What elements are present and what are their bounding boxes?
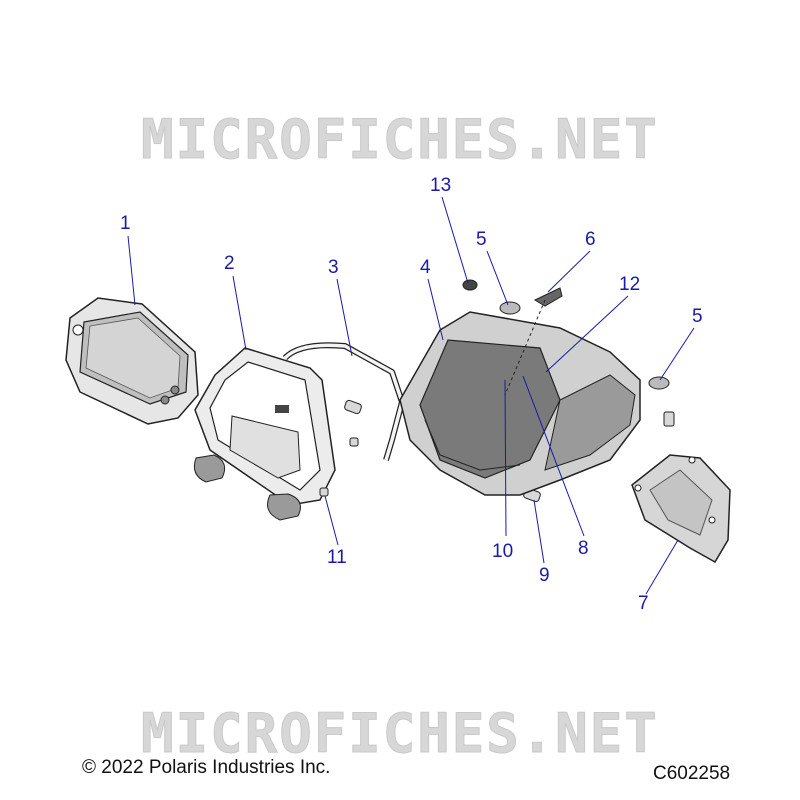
part-4-housing [399,311,641,496]
callout-4: 4 [420,257,431,278]
diagram-code: C602258 [653,763,731,784]
part-1-display [65,297,199,425]
callout-7: 7 [638,593,649,614]
watermark-bottom: MICROFICHES.NET [141,702,659,766]
callout-11: 11 [327,547,347,568]
callout-10: 10 [492,541,514,562]
part-2-bezel [193,347,336,521]
callout-5-right: 5 [692,306,703,327]
callout-9: 9 [539,565,550,586]
callout-12: 12 [619,274,641,295]
part-3-seal [282,342,405,461]
callout-3: 3 [328,257,339,278]
callout-6: 6 [585,229,596,250]
copyright-text: © 2022 Polaris Industries Inc. [82,757,331,778]
callout-8: 8 [578,538,589,559]
callout-5-left: 5 [476,229,487,250]
part-7-cover [631,454,731,564]
leader-lines [127,196,695,595]
assembly-axis-line [504,299,546,396]
watermark-top: MICROFICHES.NET [141,108,659,172]
callout-13: 13 [430,175,452,196]
callout-1: 1 [120,213,131,234]
callout-2: 2 [224,253,235,274]
